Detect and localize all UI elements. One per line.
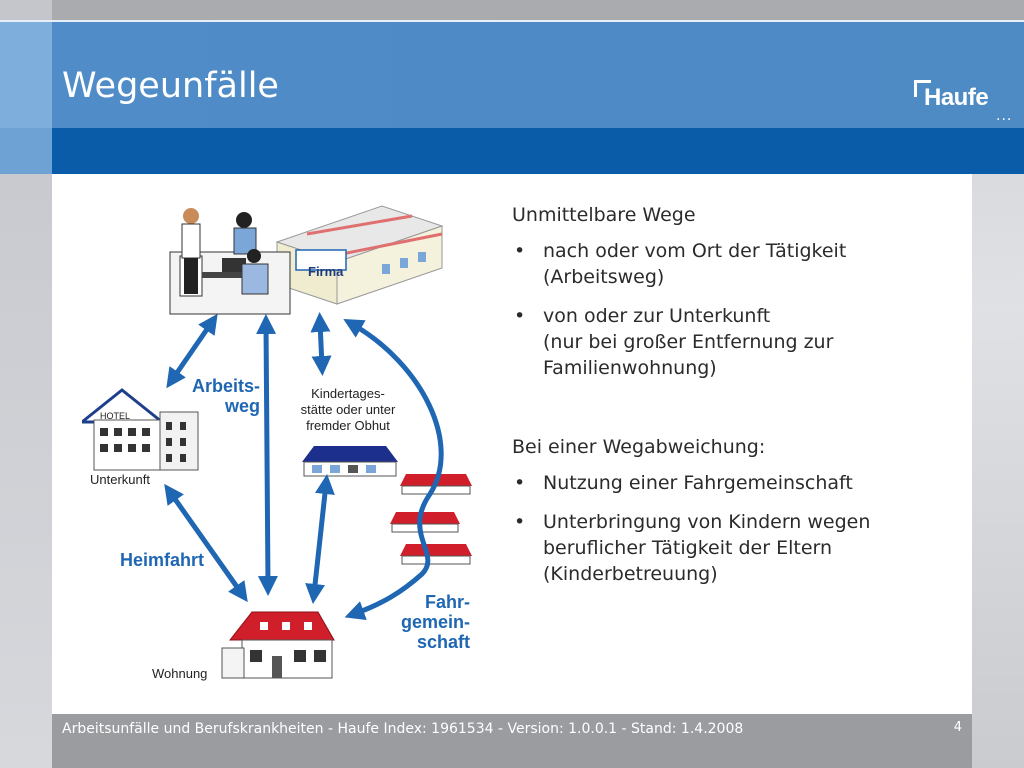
list-item: • Unterbringung von Kindern wegen berufl…: [512, 509, 932, 587]
section2-heading: Bei einer Wegabweichung:: [512, 436, 766, 458]
bullet-line2: (nur bei großer Entfernung zur: [543, 331, 834, 353]
page-number: 4: [953, 720, 962, 735]
heimfahrt-label: Heimfahrt: [120, 550, 205, 570]
logo-dots-icon: ···: [996, 112, 1013, 128]
bullet-icon: •: [514, 472, 526, 494]
bullet-icon: •: [514, 305, 526, 327]
route-arrows: [164, 312, 444, 621]
hotel-sign-label: HOTEL: [100, 411, 131, 421]
bullet-line3: (Kinderbetreuung): [543, 563, 718, 585]
firma-sign-label: Firma: [308, 264, 344, 279]
bullet-line2: beruflicher Tätigkeit der Eltern: [543, 537, 833, 559]
logo-bracket-icon: [914, 80, 931, 97]
unterkunft-label: Unterkunft: [90, 472, 150, 487]
kita-label-line3: fremder Obhut: [306, 418, 390, 433]
home-house-icon: [221, 611, 335, 679]
hotel-building-icon: [82, 388, 199, 471]
bullet-line1: von oder zur Unterkunft: [543, 305, 771, 327]
list-item: • Nutzung einer Fahrgemeinschaft: [512, 470, 932, 496]
wohnung-label: Wohnung: [152, 666, 208, 681]
section1-bullet-list: • nach oder vom Ort der Tätigkeit (Arbei…: [512, 238, 932, 381]
underline-bar-left-block: [0, 128, 52, 174]
fahrgemeinschaft-label-line2: gemein-: [400, 612, 470, 632]
section2-bullet-list: • Nutzung einer Fahrgemeinschaft • Unter…: [512, 470, 932, 587]
bullet-line1: Nutzung einer Fahrgemeinschaft: [543, 472, 853, 494]
office-workers-icon: [169, 208, 291, 315]
top-decor-band: [52, 0, 1024, 20]
kita-label: Kindertages- stätte oder unter fremder O…: [288, 386, 408, 434]
fahrgemeinschaft-label-line3: schaft: [416, 632, 470, 652]
list-item: • von oder zur Unterkunft (nur bei große…: [512, 303, 932, 381]
kindergarten-building-icon: [302, 446, 398, 477]
diagram-graphic: [82, 205, 472, 679]
bullet-line1: nach oder vom Ort der Tätigkeit: [543, 240, 847, 262]
list-item: • nach oder vom Ort der Tätigkeit (Arbei…: [512, 238, 932, 290]
kita-label-line1: Kindertages-: [311, 386, 385, 401]
title-bar: Wegeunfälle Haufe ···: [0, 20, 1024, 130]
haufe-logo: Haufe ···: [912, 78, 1013, 128]
kita-label-line2: stätte oder unter: [300, 402, 396, 417]
bullet-line1: Unterbringung von Kindern wegen: [543, 511, 871, 533]
firma-building-icon: [275, 205, 444, 305]
slide-content: Firma HOTEL Arbeits- weg Kindertages- st…: [52, 174, 972, 714]
arbeitsweg-label-line2: weg: [224, 396, 260, 416]
bullet-icon: •: [514, 511, 526, 533]
title-bar-left-block: [0, 22, 52, 128]
bullet-line2: (Arbeitsweg): [543, 266, 665, 288]
logo-wordmark: Haufe: [924, 84, 989, 111]
slide-title: Wegeunfälle: [62, 66, 279, 106]
title-underline-bar: [0, 128, 1024, 174]
carpool-houses-icon: [390, 474, 472, 565]
fahrgemeinschaft-label: Fahr- gemein- schaft: [394, 592, 470, 652]
fahrgemeinschaft-label-line1: Fahr-: [425, 592, 470, 612]
footer-text: Arbeitsunfälle und Berufskrankheiten - H…: [62, 721, 744, 737]
bullet-icon: •: [514, 240, 526, 262]
arbeitsweg-label: Arbeits- weg: [180, 376, 260, 416]
slide-footer: Arbeitsunfälle und Berufskrankheiten - H…: [52, 714, 972, 768]
section1-heading: Unmittelbare Wege: [512, 204, 696, 226]
bullet-line3: Familienwohnung): [543, 357, 717, 379]
commute-diagram: Firma HOTEL Arbeits- weg Kindertages- st…: [82, 194, 482, 694]
arbeitsweg-label-line1: Arbeits-: [191, 376, 260, 396]
text-column: Unmittelbare Wege • nach oder vom Ort de…: [512, 202, 932, 600]
